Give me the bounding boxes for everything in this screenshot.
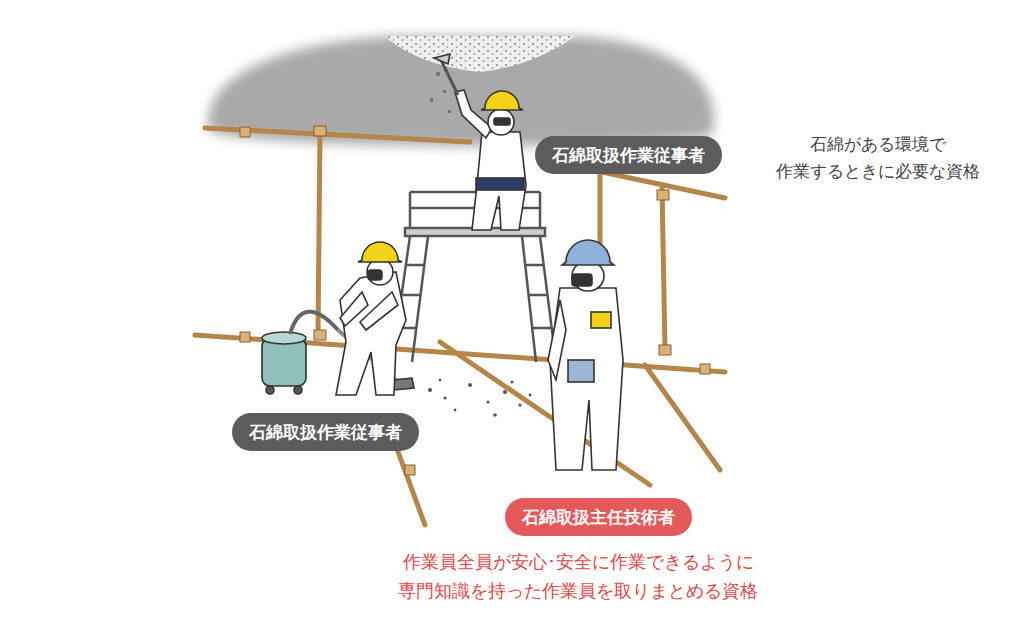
spray-layer	[385, 36, 575, 72]
description-text: 石綿がある環境で 作業するときに必要な資格	[753, 131, 1003, 185]
asbestos-ceiling	[208, 36, 713, 146]
spray-dots	[385, 36, 575, 72]
supervisor	[548, 240, 623, 470]
badge-text: 石綿取扱作業従事者	[552, 144, 705, 166]
description-text: 作業員全員が安心･安全に作業できるように 専門知識を持った作業員を取りまとめる資…	[353, 548, 803, 606]
worker-on-platform	[434, 54, 526, 230]
falling-debris	[430, 72, 451, 113]
debris	[428, 379, 531, 417]
qualification-badge: 石綿取扱主任技術者	[505, 498, 692, 536]
scaffold	[195, 128, 725, 525]
scaffold-clamps	[240, 126, 710, 475]
qualification-badge: 石綿取扱作業従事者	[535, 136, 722, 174]
qualification-badge: 石綿取扱作業従事者	[232, 413, 419, 451]
worker-vacuuming	[336, 242, 406, 395]
badge-text: 石綿取扱作業従事者	[249, 421, 402, 443]
badge-text: 石綿取扱主任技術者	[522, 506, 675, 528]
